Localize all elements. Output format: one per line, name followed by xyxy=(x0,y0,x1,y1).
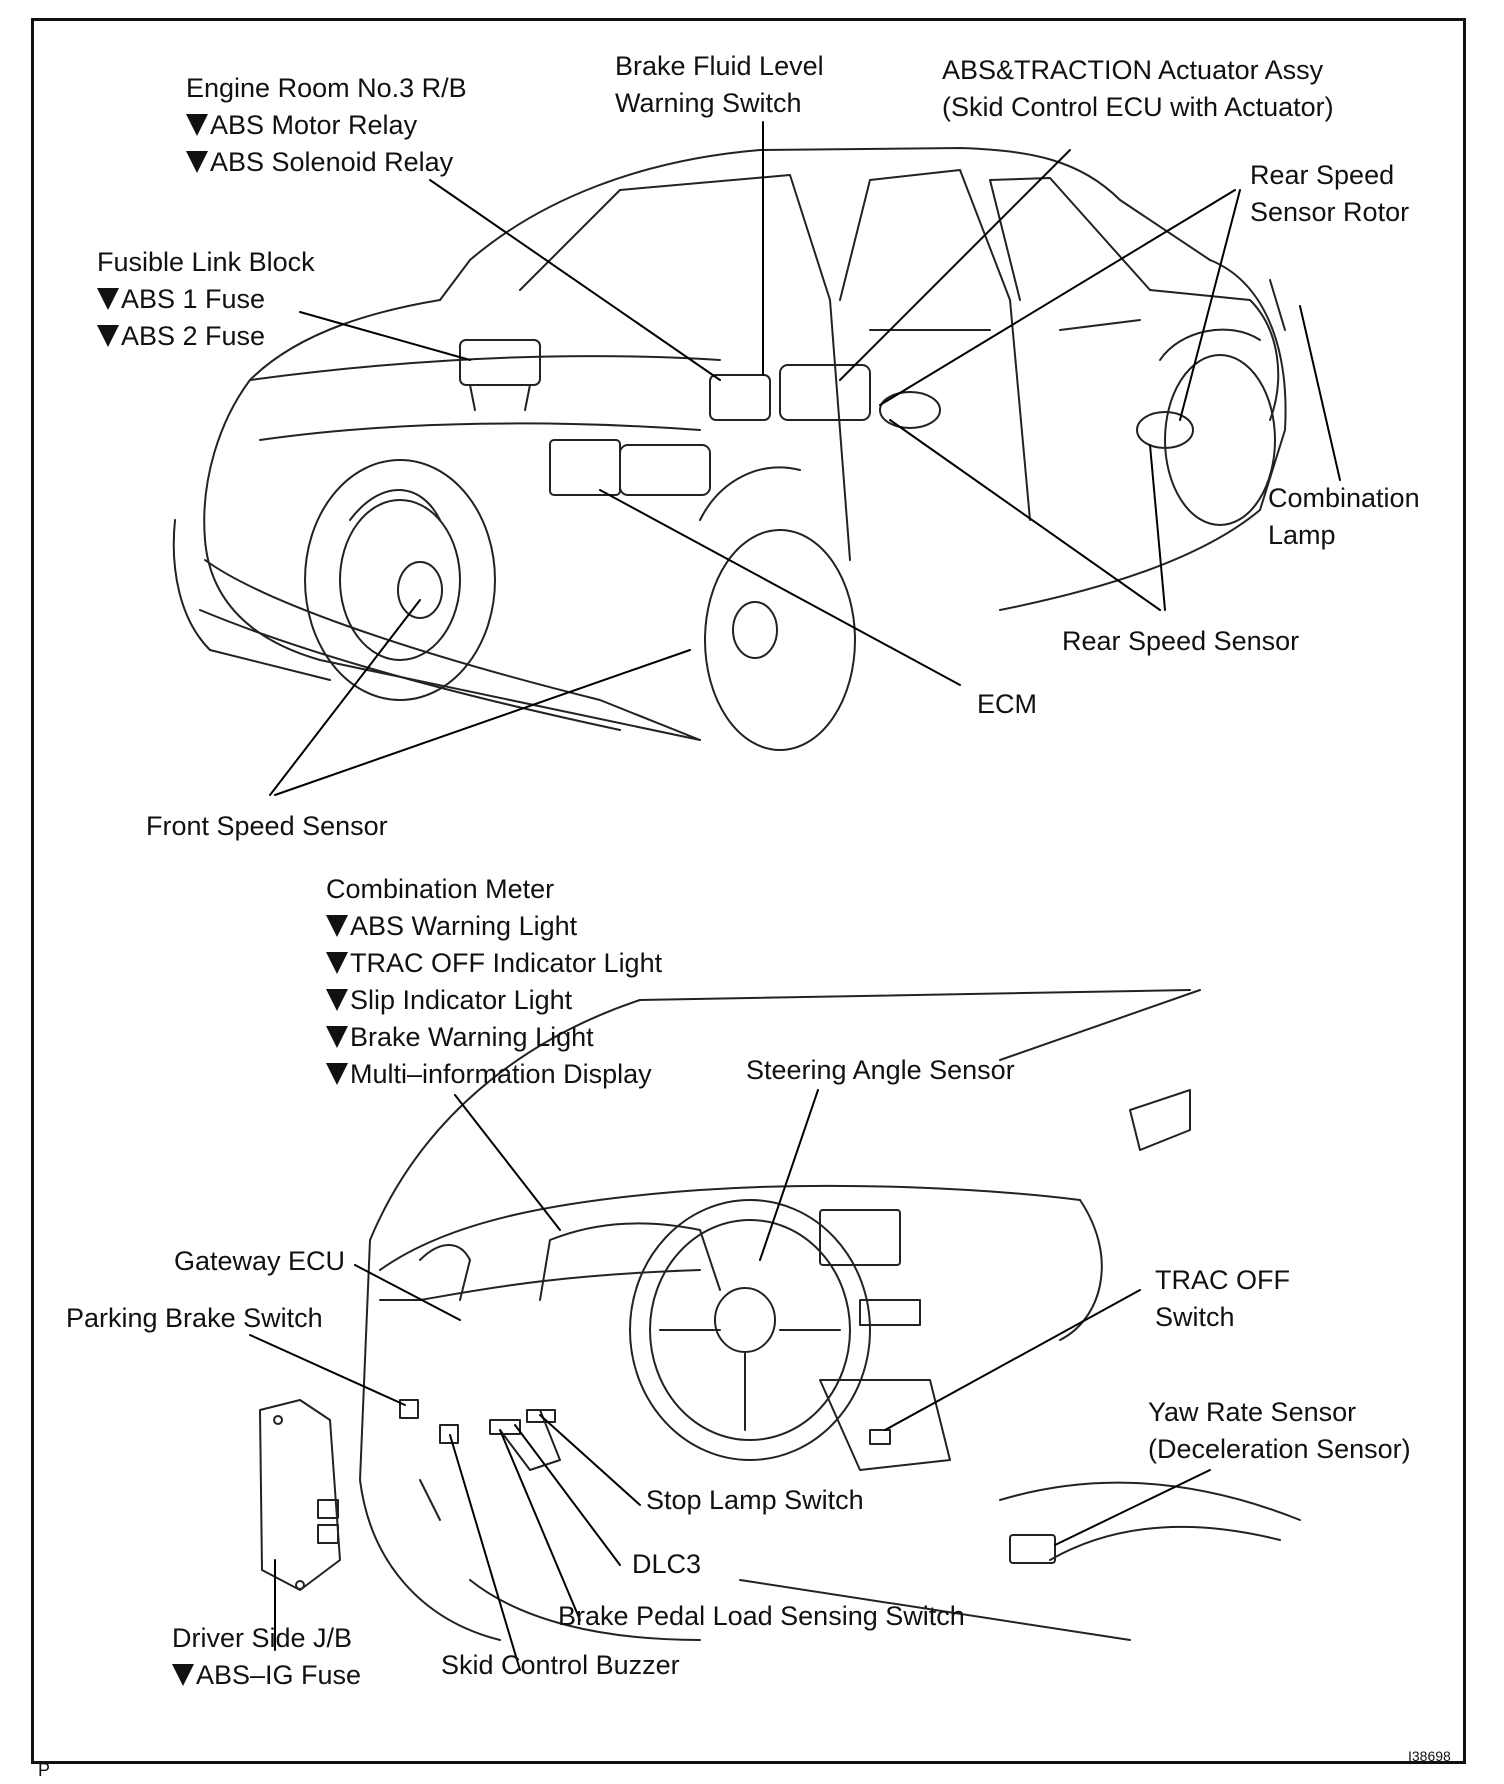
label-steering-angle-sensor: Steering Angle Sensor xyxy=(746,1055,1015,1085)
triangle-bullet-icon xyxy=(186,151,208,173)
triangle-bullet-icon xyxy=(97,325,119,347)
label-trac-off-switch: TRAC OFF Switch xyxy=(1155,1265,1290,1332)
label-combination-meter: Combination Meter ABS Warning Light TRAC… xyxy=(326,874,663,1089)
label-combination-lamp: Combination Lamp xyxy=(1268,483,1420,550)
triangle-bullet-icon xyxy=(326,1026,348,1048)
label-skid-control-buzzer: Skid Control Buzzer xyxy=(441,1650,680,1680)
engine-room-rb-title: Engine Room No.3 R/B xyxy=(186,73,467,103)
triangle-bullet-icon xyxy=(326,1063,348,1085)
label-dlc3: DLC3 xyxy=(632,1549,702,1579)
label-ecm: ECM xyxy=(977,689,1037,719)
label-rear-speed-sensor: Rear Speed Sensor xyxy=(1062,626,1300,656)
label-fusible-link-block: Fusible Link Block ABS 1 Fuse ABS 2 Fuse xyxy=(97,247,315,351)
abs-1-fuse-label: ABS 1 Fuse xyxy=(121,284,266,314)
brake-warning-light-label: Brake Warning Light xyxy=(350,1022,594,1052)
figure-id: I38698 xyxy=(1408,1748,1451,1764)
label-rear-speed-sensor-rotor: Rear Speed Sensor Rotor xyxy=(1250,160,1410,227)
multi-info-display-label: Multi–information Display xyxy=(350,1059,652,1089)
abs-2-fuse-label: ABS 2 Fuse xyxy=(121,321,266,351)
triangle-bullet-icon xyxy=(186,114,208,136)
label-brake-pedal-load-switch: Brake Pedal Load Sensing Switch xyxy=(558,1601,965,1631)
label-gateway-ecu: Gateway ECU xyxy=(174,1246,346,1276)
label-parking-brake-switch: Parking Brake Switch xyxy=(66,1303,323,1333)
abs-warning-light-label: ABS Warning Light xyxy=(350,911,578,941)
car-illustration xyxy=(172,147,1287,751)
abs-ig-fuse-label: ABS–IG Fuse xyxy=(196,1660,362,1690)
triangle-bullet-icon xyxy=(326,952,348,974)
label-brake-fluid-switch: Brake Fluid Level Warning Switch xyxy=(615,51,824,118)
triangle-bullet-icon xyxy=(326,989,348,1011)
label-engine-room-rb: Engine Room No.3 R/B ABS Motor Relay ABS… xyxy=(186,70,467,181)
triangle-bullet-icon xyxy=(326,915,348,937)
slip-indicator-label: Slip Indicator Light xyxy=(350,985,573,1015)
corner-mark-left: P xyxy=(38,1760,51,1780)
label-stop-lamp-switch: Stop Lamp Switch xyxy=(646,1485,864,1515)
trac-off-indicator-label: TRAC OFF Indicator Light xyxy=(350,948,663,978)
diagram-frame xyxy=(31,18,1466,1764)
label-abs-actuator: ABS&TRACTION Actuator Assy (Skid Control… xyxy=(942,55,1334,122)
label-yaw-rate-sensor: Yaw Rate Sensor (Deceleration Sensor) xyxy=(1148,1397,1411,1464)
leader-lines xyxy=(249,121,1341,1671)
label-front-speed-sensor: Front Speed Sensor xyxy=(146,811,388,841)
abs-solenoid-relay-label: ABS Solenoid Relay xyxy=(210,147,454,177)
triangle-bullet-icon xyxy=(97,288,119,310)
interior-illustration xyxy=(259,989,1301,1641)
label-driver-side-jb: Driver Side J/B ABS–IG Fuse xyxy=(172,1623,362,1690)
abs-motor-relay-label: ABS Motor Relay xyxy=(210,110,418,140)
triangle-bullet-icon xyxy=(172,1664,194,1686)
